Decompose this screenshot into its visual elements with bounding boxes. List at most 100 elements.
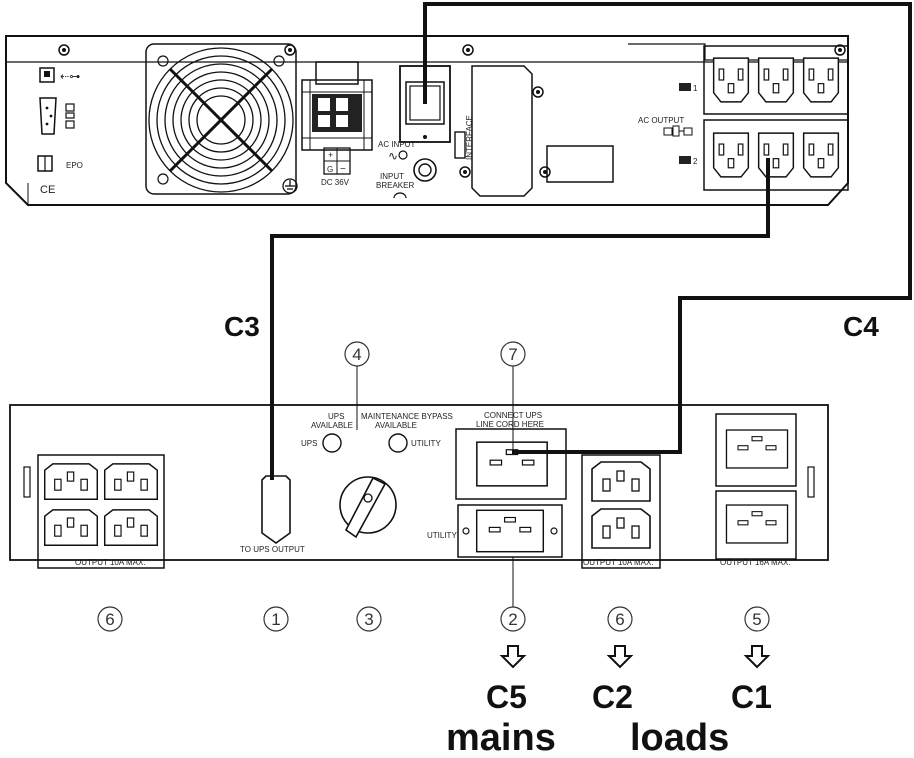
- bypass-panel: OUTPUT 10A MAX. TO UPS OUTPUT UPS AVAILA…: [9, 404, 829, 569]
- c13-outlet: [802, 57, 840, 103]
- load-icon: [663, 125, 693, 137]
- c13-outlet: [103, 509, 159, 547]
- dc-battery-connector: [301, 61, 373, 175]
- outlet-group-2-label: 2: [693, 157, 698, 166]
- c19-outlet: [725, 429, 789, 469]
- loads-label: loads: [630, 717, 729, 758]
- dc-voltage-label: DC 36V: [321, 178, 350, 187]
- ups-lamp-label: UPS: [301, 439, 317, 448]
- arrow-down-icon: [606, 645, 634, 669]
- maintenance-bypass-label-2: AVAILABLE: [375, 421, 417, 430]
- callout-markers: 4 7 6 1 3 2 6 5: [97, 341, 770, 632]
- callout-4-number: 4: [352, 345, 361, 364]
- c13-outlet: [43, 509, 99, 547]
- cable-c4: [423, 2, 912, 454]
- callout-1-number: 1: [271, 610, 280, 629]
- cable-c3-label: C3: [224, 311, 260, 342]
- output-block-right-bottom: [715, 490, 797, 560]
- callout-7-number: 7: [508, 345, 517, 364]
- interface-label: INTERFACE: [465, 115, 474, 160]
- c13-outlet: [712, 132, 750, 178]
- connect-ups-label-2: LINE CORD HERE: [476, 420, 544, 429]
- c19-outlet: [725, 504, 789, 544]
- outlet-group-icon: [679, 156, 691, 164]
- utility-inlet-label: UTILITY: [427, 531, 457, 540]
- outlet-group-2: [703, 119, 849, 191]
- cable-c1-label: C1: [731, 679, 772, 715]
- output-mid-label: OUTPUT 10A MAX.: [583, 558, 654, 567]
- callout-5-number: 5: [752, 610, 761, 629]
- ac-output-label: AC OUTPUT: [638, 116, 684, 125]
- callout-2-number: 2: [508, 610, 517, 629]
- ce-mark: CE: [40, 184, 55, 196]
- ups-available-lamp: [322, 433, 342, 453]
- callout-4: [344, 341, 370, 367]
- output-block-mid: [581, 454, 661, 569]
- fan-grille: [145, 43, 297, 195]
- cable-c5-label: C5: [486, 679, 527, 715]
- dc-plus-label: +: [328, 150, 333, 160]
- c13-outlet: [712, 57, 750, 103]
- outlet-group-1-label: 1: [693, 84, 698, 93]
- ac-input-label: AC INPUT: [378, 140, 415, 149]
- output-right-label: OUTPUT 16A MAX.: [720, 558, 791, 567]
- cable-c3: [270, 158, 770, 480]
- screw-icon: [58, 44, 846, 178]
- callout-6-right: [607, 606, 633, 632]
- ground-icon: [282, 178, 298, 194]
- cable-c4-label: C4: [843, 311, 879, 342]
- usb-icon: ⇠⊶: [60, 71, 80, 83]
- outlet-group-1: [703, 45, 849, 115]
- callout-6-left: [97, 606, 123, 632]
- ups-line-cord-outlet-frame: [455, 428, 567, 500]
- maintenance-bypass-label-1: MAINTENANCE BYPASS: [361, 412, 453, 421]
- input-breaker-label-2: BREAKER: [376, 181, 414, 190]
- serial-port: [39, 97, 57, 135]
- output-block-right-top: [715, 413, 797, 487]
- mains-label: mains: [446, 717, 556, 758]
- epo-label: EPO: [66, 161, 83, 170]
- bypass-rotary-switch[interactable]: [339, 476, 397, 539]
- c13-outlet: [103, 463, 159, 501]
- output-block-left: [37, 454, 165, 569]
- c20-inlet: [475, 509, 545, 553]
- bypass-available-lamp: [388, 433, 408, 453]
- input-breaker: [413, 158, 437, 182]
- ups-rear-panel: ⇠⊶ EPO CE: [5, 35, 849, 206]
- c13-outlet: [43, 463, 99, 501]
- callout-7: [500, 341, 526, 367]
- c19-outlet: [476, 441, 548, 487]
- c13-outlet: [591, 508, 651, 549]
- utility-inlet-frame: [457, 504, 563, 558]
- c13-outlet: [757, 57, 795, 103]
- to-ups-output-label: TO UPS OUTPUT: [240, 545, 305, 554]
- breaker-reset-icon: [393, 192, 407, 199]
- interface-port: [454, 131, 466, 159]
- dc-minus-label: −: [340, 164, 346, 175]
- ac-input-icon: ∿: [388, 149, 398, 163]
- callout-3: [356, 606, 382, 632]
- output-left-label: OUTPUT 10A MAX.: [75, 558, 146, 567]
- callout-1: [263, 606, 289, 632]
- label-plate: [546, 145, 614, 183]
- c13-outlet: [757, 132, 795, 178]
- callout-2: [500, 606, 526, 632]
- callout-3-number: 3: [364, 610, 373, 629]
- c13-outlet: [802, 132, 840, 178]
- ups-available-label-2: AVAILABLE: [311, 421, 353, 430]
- callout-6-left-number: 6: [105, 610, 114, 629]
- utility-lamp-label: UTILITY: [411, 439, 441, 448]
- c13-outlet: [591, 461, 651, 502]
- cables: [270, 2, 912, 480]
- cable-c2-label: C2: [592, 679, 633, 715]
- callout-6-right-number: 6: [615, 610, 624, 629]
- usb-port: [39, 67, 55, 83]
- arrow-down-icon: [743, 645, 771, 669]
- callout-5: [744, 606, 770, 632]
- ups-available-label-1: UPS: [328, 412, 344, 421]
- interface-slot-cover: [471, 65, 533, 197]
- arrow-down-icon: [499, 645, 527, 669]
- dc-g-label: G: [327, 165, 333, 174]
- cable-gland: [261, 475, 291, 544]
